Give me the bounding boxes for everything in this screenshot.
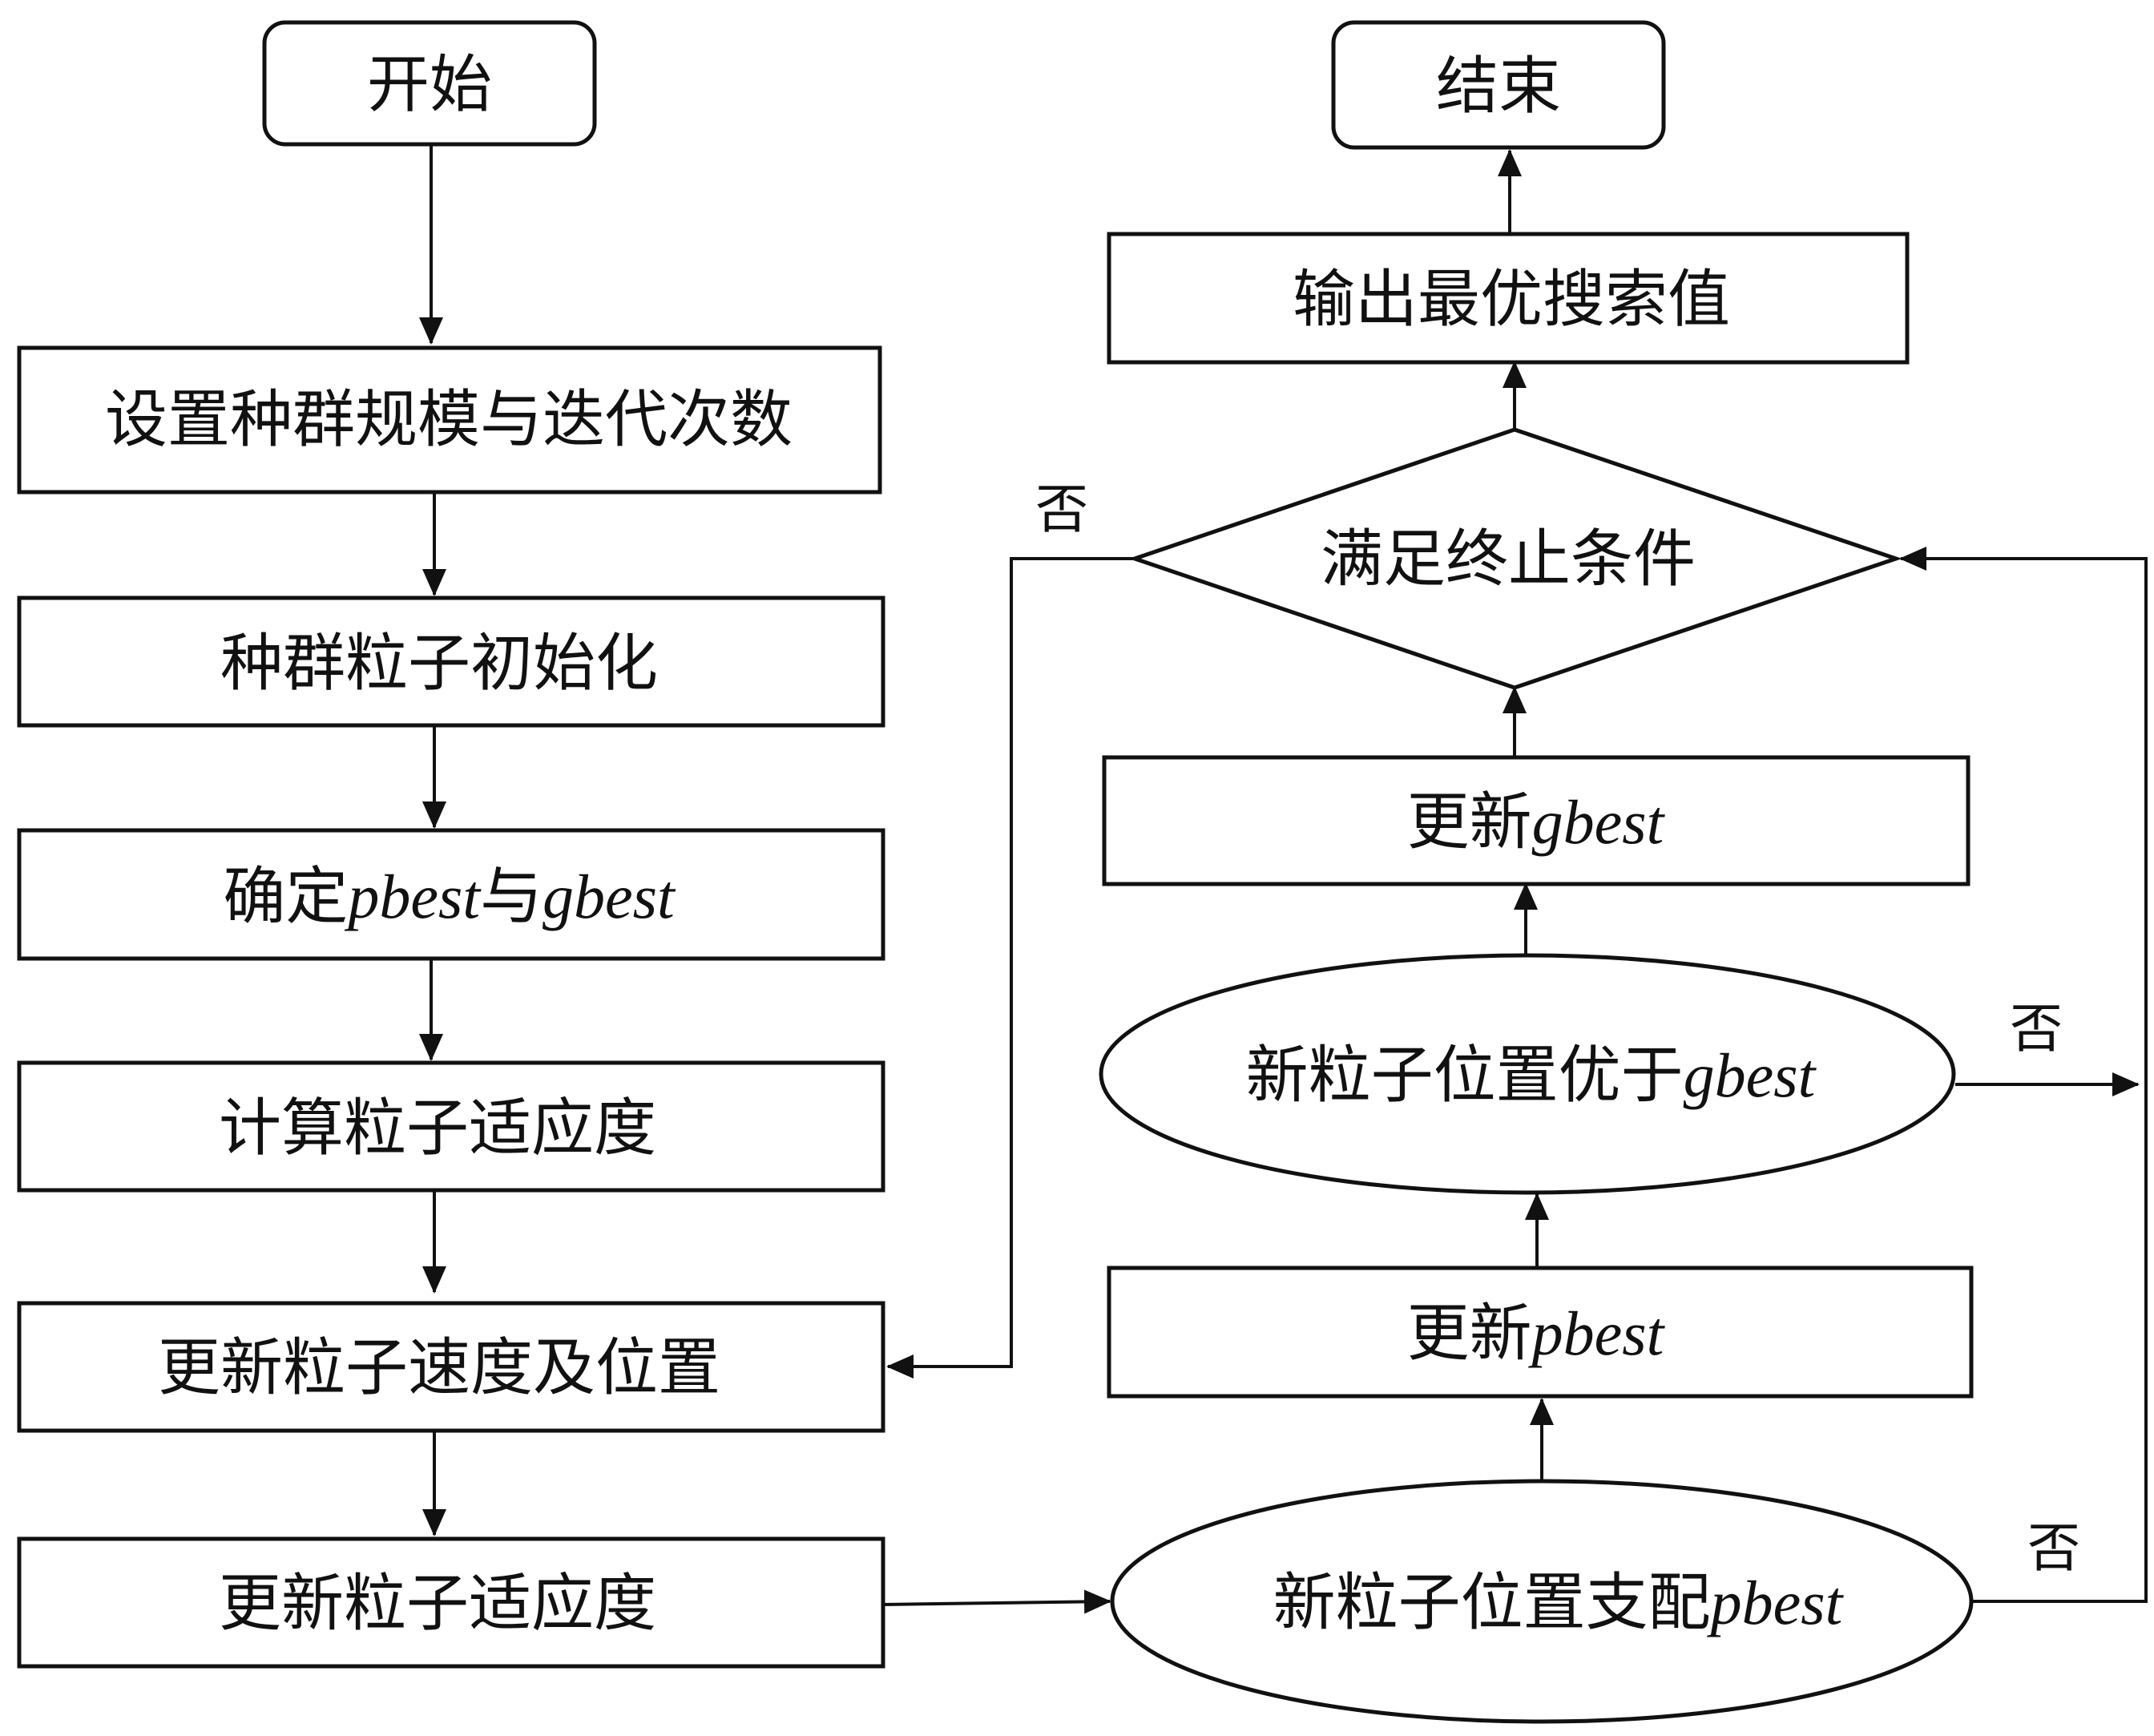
update-pbest-node: 更新pbest — [1107, 1266, 1974, 1399]
termination-label: 满足终止条件 — [1321, 523, 1696, 595]
edge-dominate-no-loop — [1899, 547, 2148, 1603]
update-gbest-text-a: 更新 — [1407, 786, 1532, 858]
better-gbest-node: 新粒子位置优于gbest — [1099, 953, 1956, 1195]
init-particles-label: 种群粒子初始化 — [220, 628, 658, 700]
termination-node: 满足终止条件 — [1128, 427, 1902, 690]
update-pbest-label: 更新pbest — [1407, 1298, 1666, 1370]
edge-termination-no-loop — [886, 557, 1135, 1379]
label-no-pbest: 否 — [2027, 1517, 2080, 1579]
output-best-label: 输出最优搜索值 — [1293, 264, 1730, 336]
compute-fitness-label: 计算粒子适应度 — [219, 1092, 656, 1165]
label-no-gbest: 否 — [2010, 998, 2063, 1060]
end-label: 结束 — [1436, 50, 1561, 123]
end-node: 结束 — [1331, 20, 1666, 150]
edges — [419, 144, 2148, 1614]
determine-best-text-b: pbest — [344, 862, 482, 931]
dominate-pbest-text-a: 新粒子位置支配 — [1273, 1567, 1711, 1639]
dominate-pbest-node: 新粒子位置支配pbest — [1110, 1479, 1974, 1724]
better-gbest-text-b: gbest — [1684, 1040, 1817, 1110]
update-gbest-text-b: gbest — [1532, 787, 1666, 857]
init-particles-node: 种群粒子初始化 — [17, 595, 885, 728]
update-gbest-label: 更新gbest — [1407, 786, 1666, 858]
set-population-label: 设置种群规模与迭代次数 — [105, 384, 793, 456]
compute-fitness-node: 计算粒子适应度 — [17, 1060, 885, 1193]
label-no-termination: 否 — [1035, 478, 1088, 540]
set-population-node: 设置种群规模与迭代次数 — [17, 345, 882, 495]
update-velocity-label: 更新粒子速度及位置 — [158, 1332, 720, 1404]
dominate-pbest-label: 新粒子位置支配pbest — [1273, 1567, 1845, 1639]
update-pbest-text-b: pbest — [1528, 1298, 1666, 1368]
update-gbest-node: 更新gbest — [1102, 755, 1970, 886]
update-fitness-label: 更新粒子适应度 — [219, 1568, 656, 1640]
output-best-node: 输出最优搜索值 — [1107, 232, 1910, 365]
determine-best-text-c: 与 — [480, 861, 543, 933]
determine-best-text-d: gbest — [543, 862, 676, 931]
better-gbest-text-a: 新粒子位置优于 — [1246, 1040, 1684, 1112]
edge-update-fitness-to-dominate — [882, 1589, 1111, 1614]
update-pbest-text-a: 更新 — [1407, 1298, 1532, 1370]
better-gbest-label: 新粒子位置优于gbest — [1246, 1040, 1817, 1112]
determine-best-label: 确定pbest与gbest — [223, 861, 676, 933]
determine-best-node: 确定pbest与gbest — [17, 828, 885, 961]
update-velocity-node: 更新粒子速度及位置 — [17, 1301, 885, 1433]
determine-best-text-a: 确定 — [223, 861, 348, 933]
start-node: 开始 — [262, 20, 597, 147]
update-fitness-node: 更新粒子适应度 — [17, 1536, 885, 1669]
start-label: 开始 — [367, 49, 492, 121]
dominate-pbest-text-b: pbest — [1707, 1568, 1845, 1637]
